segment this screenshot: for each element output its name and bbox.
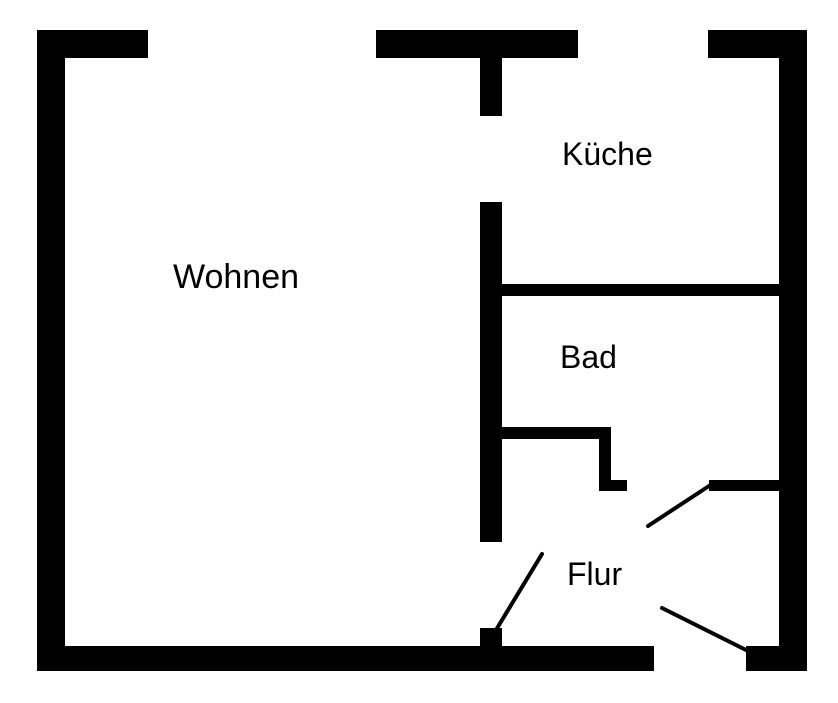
interior-wall-bottom-stub bbox=[480, 628, 502, 648]
interior-wall-upper-stub bbox=[480, 58, 502, 116]
room-label-kueche: Küche bbox=[562, 136, 653, 172]
wall-bad-bottom bbox=[500, 427, 610, 439]
outer-wall-bottom-right bbox=[746, 646, 807, 671]
outer-wall-right bbox=[779, 30, 807, 671]
door-bad-swing bbox=[646, 482, 714, 528]
room-label-bad: Bad bbox=[560, 339, 617, 375]
wall-bad-return bbox=[599, 427, 611, 491]
wall-kueche-bad bbox=[500, 284, 781, 296]
outer-wall-left bbox=[37, 30, 65, 671]
wall-bad-return-foot bbox=[599, 480, 627, 491]
interior-wall-main bbox=[480, 202, 502, 542]
wall-flur-right-stub bbox=[709, 480, 781, 491]
outer-wall-bottom-left bbox=[37, 646, 654, 671]
door-wohnen-swing bbox=[494, 552, 544, 632]
room-label-wohnen: Wohnen bbox=[173, 258, 300, 296]
door-entrance-swing bbox=[660, 606, 748, 652]
outer-wall-top-middle bbox=[376, 30, 578, 58]
room-label-flur: Flur bbox=[567, 556, 623, 592]
